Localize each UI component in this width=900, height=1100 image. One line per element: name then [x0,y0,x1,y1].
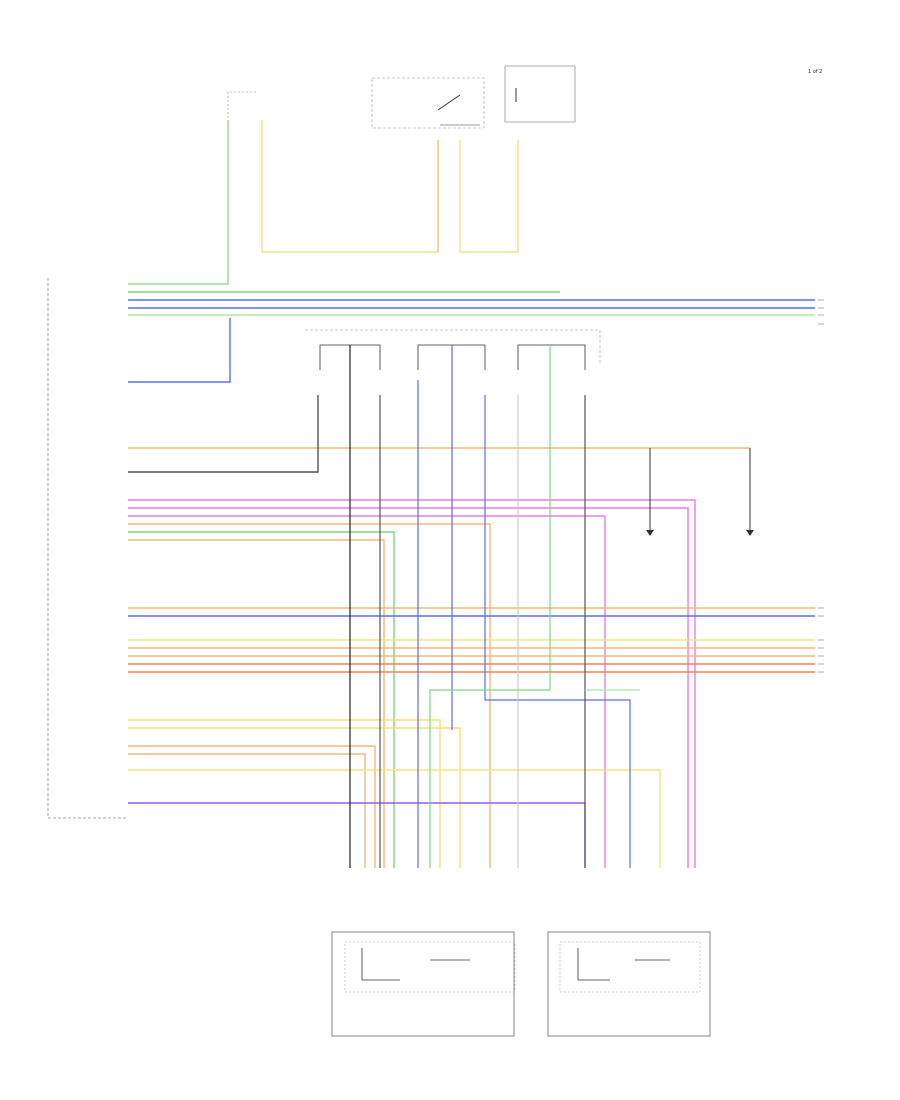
left-module [47,278,128,819]
switch-group [371,77,485,129]
page-reference: 1 of 2 [808,69,822,75]
rh-module [504,65,576,123]
right-branch [646,448,754,536]
bus-wires [128,291,815,868]
bottom-right-module [547,931,711,1037]
top-wires [128,120,519,285]
right-terminals [818,299,824,673]
top-left-switch [227,91,258,118]
central-wires [349,345,640,868]
bottom-left-module [331,931,516,1037]
